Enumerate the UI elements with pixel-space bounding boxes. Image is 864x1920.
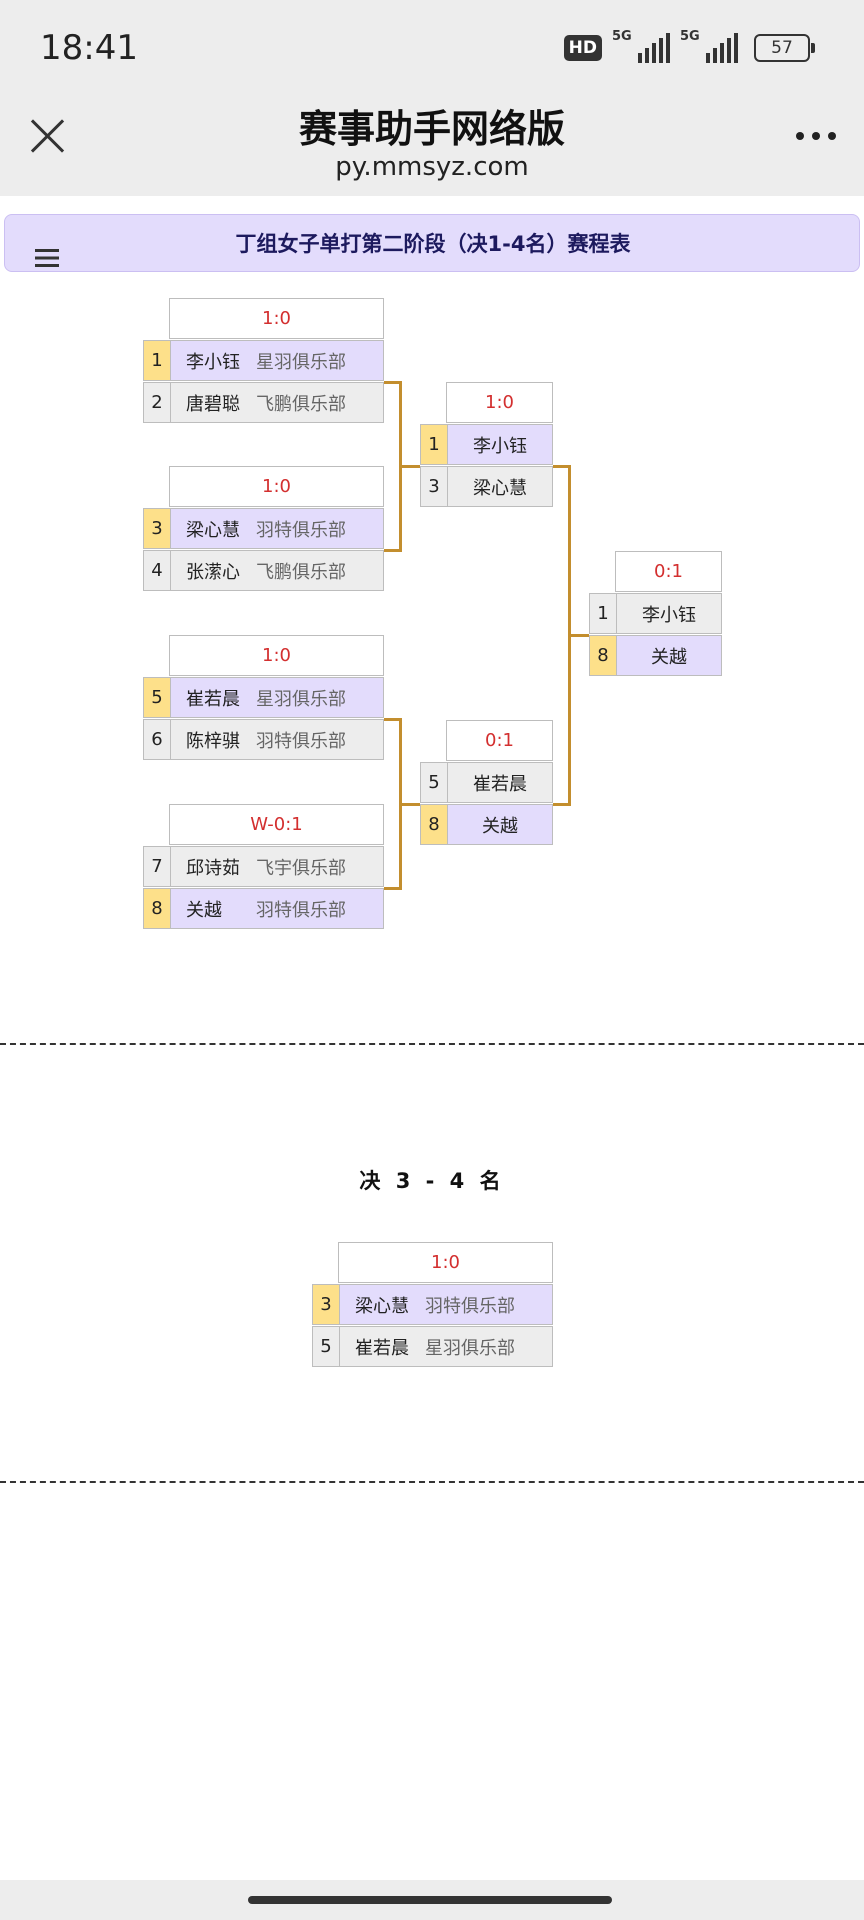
player-name: 崔若晨 bbox=[355, 1337, 409, 1359]
player-name: 张潆心 bbox=[186, 561, 240, 583]
player-name: 邱诗茹 bbox=[186, 857, 240, 879]
battery-icon: 57 bbox=[754, 34, 815, 62]
home-indicator[interactable] bbox=[248, 1896, 612, 1904]
player-row[interactable]: 6 陈梓骐羽特俱乐部 bbox=[143, 719, 384, 760]
hd-voice-icon: HD bbox=[563, 35, 602, 61]
third-place-title: 决 3 - 4 名 bbox=[359, 1169, 505, 1193]
signal-icon: 5G bbox=[680, 29, 738, 63]
player-name: 李小钰 bbox=[473, 435, 527, 457]
player-row[interactable]: 7 邱诗茹飞宇俱乐部 bbox=[143, 846, 384, 887]
bracket-connector bbox=[553, 465, 571, 468]
player-name: 李小钰 bbox=[642, 604, 696, 626]
app-header: 赛事助手网络版 py.mmsyz.com bbox=[0, 96, 864, 196]
match-score: 1:0 bbox=[338, 1242, 553, 1283]
player-row[interactable]: 5 崔若晨 bbox=[420, 762, 553, 803]
club-name: 飞宇俱乐部 bbox=[256, 857, 346, 879]
page-url: py.mmsyz.com bbox=[335, 152, 529, 182]
player-name: 李小钰 bbox=[186, 351, 240, 373]
seed-number: 3 bbox=[421, 467, 448, 506]
match-score: 0:1 bbox=[615, 551, 722, 592]
match-score: 1:0 bbox=[169, 466, 384, 507]
seed-number: 5 bbox=[313, 1327, 340, 1366]
network-type-label: 5G bbox=[680, 29, 700, 44]
player-row[interactable]: 3 梁心慧羽特俱乐部 bbox=[143, 508, 384, 549]
match-score: 1:0 bbox=[169, 298, 384, 339]
player-name: 梁心慧 bbox=[186, 519, 240, 541]
seed-number: 5 bbox=[144, 678, 171, 717]
bracket-connector bbox=[384, 381, 402, 384]
player-name: 崔若晨 bbox=[186, 688, 240, 710]
bracket-connector bbox=[384, 718, 402, 721]
club-name: 星羽俱乐部 bbox=[256, 688, 346, 710]
section-divider bbox=[0, 1043, 864, 1045]
status-time: 18:41 bbox=[40, 28, 138, 68]
seed-number: 4 bbox=[144, 551, 171, 590]
player-row[interactable]: 1 李小钰 bbox=[420, 424, 553, 465]
seed-number: 3 bbox=[313, 1285, 340, 1324]
player-row[interactable]: 8 关越 bbox=[420, 804, 553, 845]
hamburger-menu-icon[interactable] bbox=[35, 249, 59, 267]
player-name: 陈梓骐 bbox=[186, 730, 240, 752]
bracket-connector bbox=[568, 634, 589, 637]
player-name: 梁心慧 bbox=[473, 477, 527, 499]
player-row[interactable]: 5 崔若晨星羽俱乐部 bbox=[143, 677, 384, 718]
player-name: 梁心慧 bbox=[355, 1295, 409, 1317]
player-row[interactable]: 4 张潆心飞鹏俱乐部 bbox=[143, 550, 384, 591]
club-name: 星羽俱乐部 bbox=[256, 351, 346, 373]
bracket-connector bbox=[384, 887, 402, 890]
seed-number: 8 bbox=[590, 636, 617, 675]
club-name: 羽特俱乐部 bbox=[256, 899, 346, 921]
player-name: 崔若晨 bbox=[473, 773, 527, 795]
seed-number: 1 bbox=[144, 341, 171, 380]
bracket-connector bbox=[399, 803, 420, 806]
player-name: 唐碧聪 bbox=[186, 393, 240, 415]
seed-number: 6 bbox=[144, 720, 171, 759]
player-row[interactable]: 1 李小钰 bbox=[589, 593, 722, 634]
seed-number: 8 bbox=[144, 889, 171, 928]
club-name: 羽特俱乐部 bbox=[256, 730, 346, 752]
bracket-connector bbox=[384, 549, 402, 552]
bracket-connector bbox=[553, 803, 571, 806]
seed-number: 1 bbox=[590, 594, 617, 633]
player-name: 关越 bbox=[186, 899, 222, 921]
club-name: 羽特俱乐部 bbox=[425, 1295, 515, 1317]
player-row[interactable]: 8 关越 羽特俱乐部 bbox=[143, 888, 384, 929]
player-row[interactable]: 3 梁心慧 bbox=[420, 466, 553, 507]
gesture-nav-bar bbox=[0, 1880, 864, 1920]
signal-icon: 5G bbox=[612, 29, 670, 63]
status-bar: 18:41 HD 5G 5G 57 bbox=[0, 0, 864, 96]
club-name: 羽特俱乐部 bbox=[256, 519, 346, 541]
club-name: 星羽俱乐部 bbox=[425, 1337, 515, 1359]
club-name: 飞鹏俱乐部 bbox=[256, 561, 346, 583]
section-divider bbox=[0, 1481, 864, 1483]
player-row[interactable]: 8 关越 bbox=[589, 635, 722, 676]
status-icons: HD 5G 5G 57 bbox=[563, 29, 815, 66]
page-title-bar: 丁组女子单打第二阶段（决1-4名）赛程表 bbox=[4, 214, 860, 272]
seed-number: 8 bbox=[421, 805, 448, 844]
more-dots-icon[interactable] bbox=[788, 116, 844, 156]
player-row[interactable]: 2 唐碧聪飞鹏俱乐部 bbox=[143, 382, 384, 423]
seed-number: 5 bbox=[421, 763, 448, 802]
club-name: 飞鹏俱乐部 bbox=[256, 393, 346, 415]
match-score: W-0:1 bbox=[169, 804, 384, 845]
player-name: 关越 bbox=[482, 815, 518, 837]
seed-number: 1 bbox=[421, 425, 448, 464]
seed-number: 7 bbox=[144, 847, 171, 886]
seed-number: 3 bbox=[144, 509, 171, 548]
match-score: 1:0 bbox=[446, 382, 553, 423]
player-row[interactable]: 3 梁心慧羽特俱乐部 bbox=[312, 1284, 553, 1325]
player-row[interactable]: 1 李小钰星羽俱乐部 bbox=[143, 340, 384, 381]
app-title: 赛事助手网络版 bbox=[298, 107, 565, 151]
match-score: 0:1 bbox=[446, 720, 553, 761]
player-name: 关越 bbox=[651, 646, 687, 668]
match-score: 1:0 bbox=[169, 635, 384, 676]
player-row[interactable]: 5 崔若晨星羽俱乐部 bbox=[312, 1326, 553, 1367]
seed-number: 2 bbox=[144, 383, 171, 422]
page-title: 丁组女子单打第二阶段（决1-4名）赛程表 bbox=[235, 232, 631, 256]
bracket-connector bbox=[399, 465, 420, 468]
network-type-label: 5G bbox=[612, 29, 632, 44]
